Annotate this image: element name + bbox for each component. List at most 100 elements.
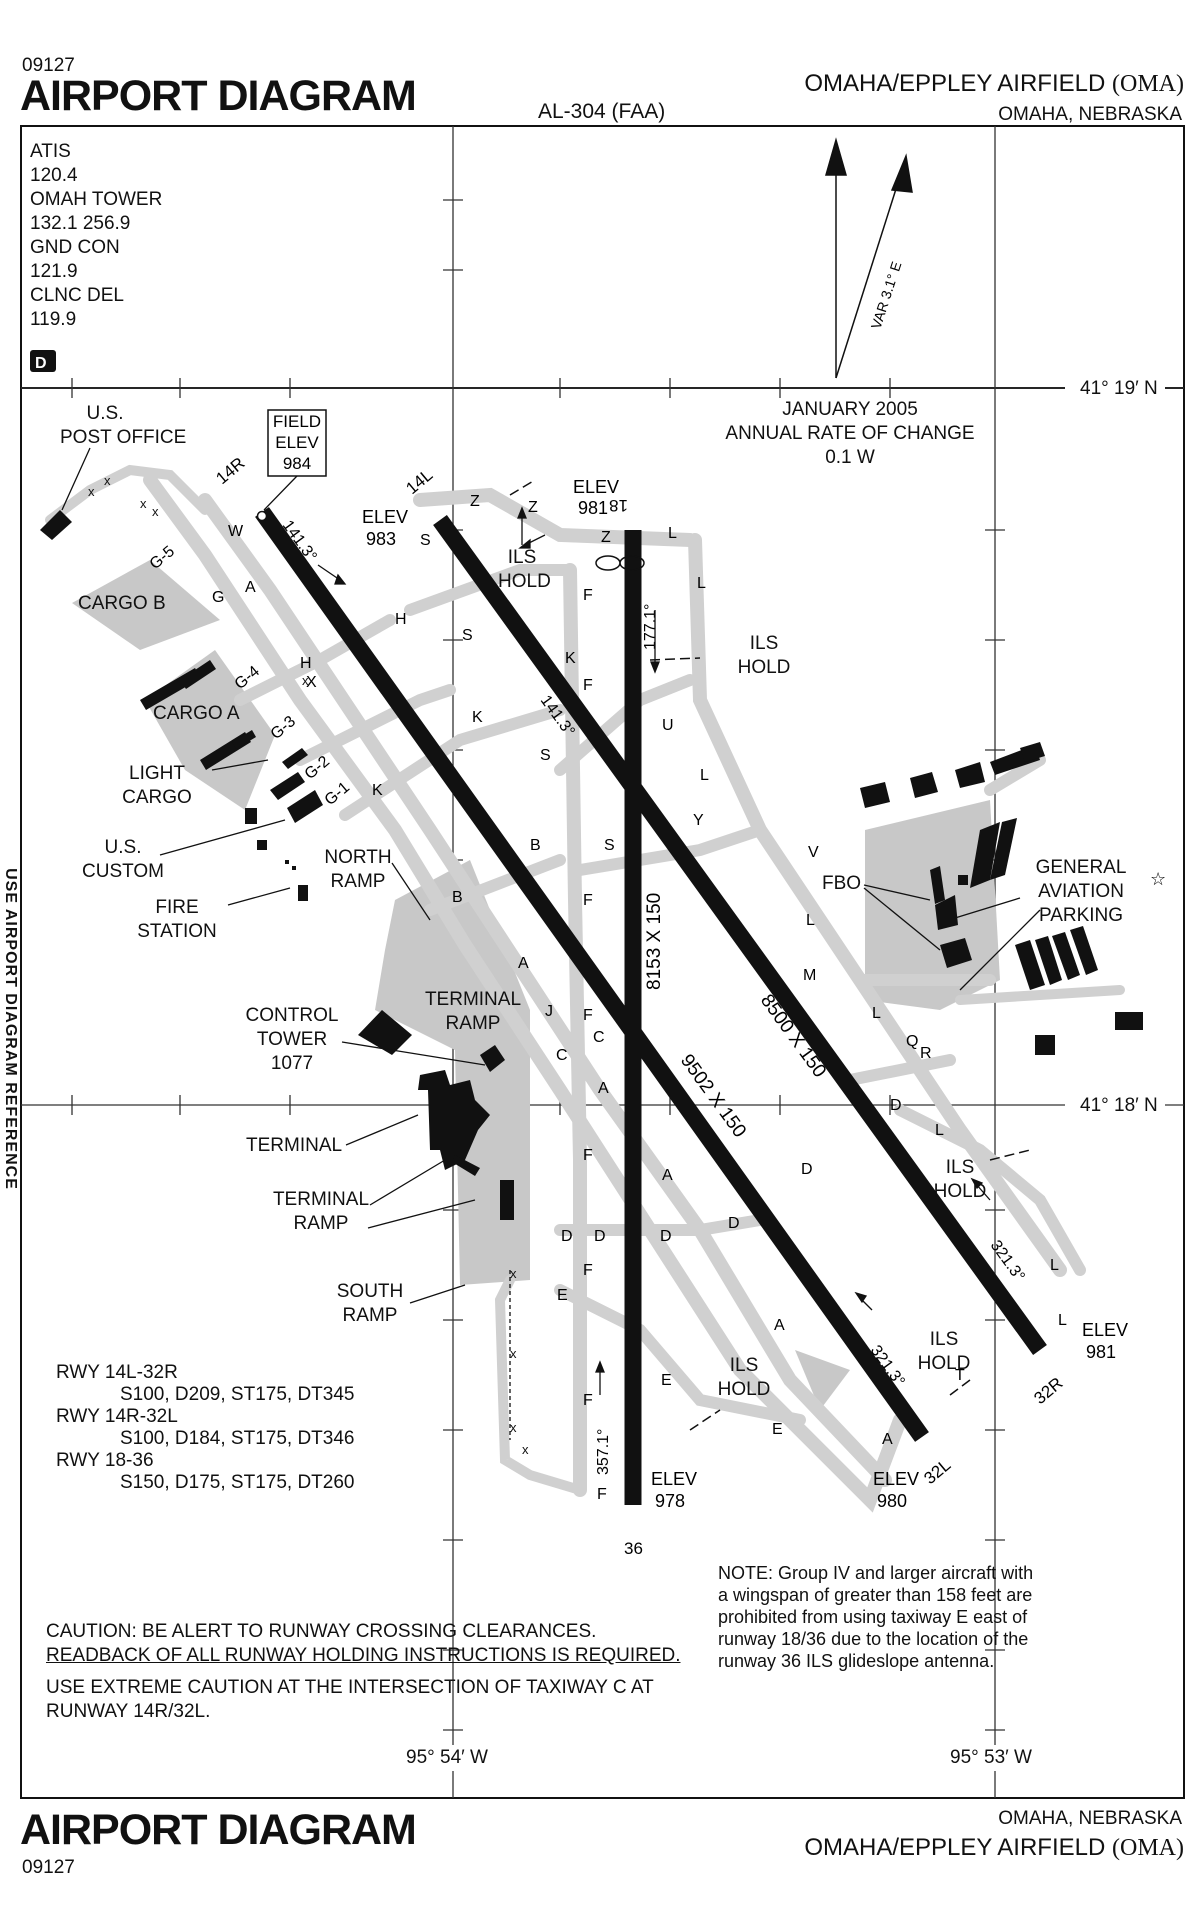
taxiway-F3: F [583,892,593,909]
taxiway-L1: L [668,525,677,542]
runway-end-32R: 32R [1030,1373,1066,1408]
terminal-ramp-l1: TERMINAL [272,1189,370,1210]
glideslope-antenna-symbol [595,555,645,571]
ga-parking-l2: AVIATION [1038,881,1124,902]
airport-name-text: OMAHA/EPPLEY AIRFIELD [804,70,1106,97]
terminal-label: TERMINAL [246,1135,343,1156]
airport-name: OMAHA/EPPLEY AIRFIELD (OMA) [804,70,1184,98]
control-tower-l2: TOWER [256,1029,328,1050]
control-tower-l1: CONTROL [245,1005,339,1026]
light-cargo-building [270,772,305,800]
svg-text:x: x [522,1442,529,1457]
latitude-2: 41° 18′ N [1080,1095,1158,1116]
taxiway-A2: A [518,955,529,972]
taxiway-A6: A [882,1431,893,1448]
terminal-ramp-building [480,1045,505,1072]
airport-location-bottom: OMAHA, NEBRASKA [998,1808,1182,1829]
lat-long-grid [21,126,1184,1798]
ils-hold-label-2: ILS HOLD [736,632,792,680]
south-ramp-l1: SOUTH [336,1281,404,1302]
cargo-b-ramp [72,560,220,650]
taxiway-A4: A [662,1167,673,1184]
taxiway-A3: A [598,1080,609,1097]
ils-hold-label-3: ILS HOLD [932,1156,988,1204]
taxiway-K2: K [472,709,483,726]
terminal-ramp-label: TERMINAL RAMP [268,1188,374,1236]
taxiway-Z3: Z [601,529,611,546]
ils-hold-3-l2: HOLD [933,1181,987,1202]
taxiway-D1: D [890,1097,902,1114]
terminal-ramp-area [375,860,530,1285]
elev-14L-l2: 983 [366,529,396,549]
taxiway-E2: E [661,1372,672,1389]
taxiway-L6: L [935,1122,944,1139]
atis-label: ATIS [30,141,71,162]
ils-hold-3-l1: ILS [945,1157,975,1178]
runway-end-14R: 14R [212,453,248,488]
ga-small-ramp [795,1350,850,1410]
taxiway-F2: F [583,677,593,694]
taxiway-R: R [920,1045,932,1062]
taxiway-L2: L [697,575,706,592]
terminal-ramp-top-label: TERMINAL RAMP [420,988,526,1036]
taxiway-D2: D [801,1161,813,1178]
ground-freq: 121.9 [30,261,78,282]
taxiway-F6: F [583,1262,593,1279]
star-symbol: ☆ [1150,869,1166,889]
note-l5: runway 36 ILS glideslope antenna. [718,1651,995,1671]
ils-hold-lines [509,479,1031,1431]
elev-18-l1: ELEV [573,477,619,497]
direction-arrows [317,506,991,1395]
clearance-label: CLNC DEL [30,285,124,306]
fire-station-label: FIRE STATION [132,896,222,944]
airport-id-bottom: (OMA) [1112,1835,1184,1861]
fire-station-l1: FIRE [155,897,199,918]
rwy2-name: RWY 14R-32L [56,1406,178,1427]
taxiway-C1: C [556,1047,568,1064]
north-ramp-l1: NORTH [324,847,392,868]
control-tower-building [358,1010,412,1055]
tower-freq: 132.1 256.9 [30,213,131,234]
atis-freq: 120.4 [30,165,78,186]
control-tower-l3: 1077 [270,1053,314,1074]
post-office-label: U.S. POST OFFICE [60,402,187,450]
caution-block: CAUTION: BE ALERT TO RUNWAY CROSSING CLE… [46,1620,681,1724]
runway-elevations: ELEV 983 ELEV 981 ELEV 978 ELEV 980 ELEV… [362,477,1128,1511]
caution-l4: RUNWAY 14R/32L. [46,1701,211,1722]
ils-hold-label-1: ILS HOLD [498,546,551,594]
rwy2-weights: S100, D184, ST175, DT346 [120,1428,355,1449]
taxiway-D6: D [561,1228,573,1245]
taxiway-K1: K [372,782,383,799]
taxiway-F1: F [583,587,593,604]
taxiways [45,464,1125,1513]
light-cargo-l1: LIGHT [129,763,185,784]
note-l4: runway 18/36 due to the location of the [718,1629,1029,1649]
taxiway-D5: D [594,1228,606,1245]
control-tower-label: CONTROL TOWER 1077 [240,1004,344,1076]
note-l2: a wingspan of greater than 158 feet are [718,1585,1033,1605]
taxiway-C2: C [593,1029,605,1046]
svg-text:x: x [104,473,111,488]
rwy1-weights: S100, D209, ST175, DT345 [120,1384,355,1405]
post-office-l2: POST OFFICE [60,427,187,448]
field-elev-l2: ELEV [275,433,319,452]
latitude-1: 41° 19′ N [1080,378,1158,399]
taxiway-Y: Y [693,812,704,829]
runway-end-32L: 32L [920,1455,954,1488]
chart-title-bottom: AIRPORT DIAGRAM [20,1806,417,1854]
taxiway-A5: A [774,1317,785,1334]
post-office-l1: U.S. [86,403,124,424]
field-elevation-point [256,510,268,522]
ga-parking-l1: GENERAL [1035,857,1127,878]
elev-32L-l1: ELEV [873,1469,919,1489]
runway-weight-table: RWY 14L-32R S100, D209, ST175, DT345 RWY… [56,1362,354,1494]
field-elev-leader [263,475,298,511]
runway-14L-32R [433,515,1047,1355]
taxiway-E1: E [557,1287,568,1304]
taxiway-S4: S [604,837,615,854]
elev-36-l1: ELEV [651,1469,697,1489]
taxiway-L7: L [1050,1257,1059,1274]
ground-label: GND CON [30,237,120,258]
caution-l3: USE EXTREME CAUTION AT THE INTERSECTION … [46,1677,654,1698]
